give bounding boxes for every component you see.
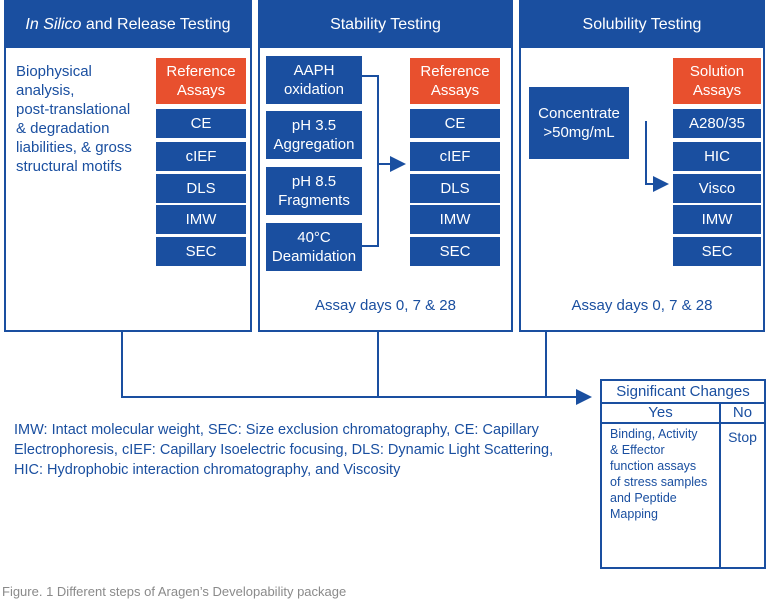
stability-assay-sec: SEC: [410, 237, 500, 266]
insilico-panel-title: In Silico and Release Testing: [6, 2, 250, 48]
concentrate-box: Concentrate >50mg/mL: [529, 87, 629, 159]
stability-assay-dls: DLS: [410, 174, 500, 203]
header-line: Reference: [166, 63, 236, 80]
insilico-assay-dls: DLS: [156, 174, 246, 203]
condition-line: 40°C: [297, 229, 331, 246]
significant-changes-table: Significant Changes Yes No Binding, Acti…: [600, 379, 766, 569]
insilico-title-rest: and Release Testing: [81, 16, 231, 33]
solubility-panel: Solubility Testing Concentrate >50mg/mL …: [519, 0, 765, 332]
stability-panel: Stability Testing AAPH oxidation pH 3.5 …: [258, 0, 513, 332]
column-divider: [719, 404, 721, 567]
insilico-assay-sec: SEC: [156, 237, 246, 266]
insilico-description: Biophysical analysis, post-translational…: [16, 62, 156, 176]
header-line: Solution: [689, 63, 745, 80]
yes-text: Binding, Activity & Effector function as…: [610, 426, 718, 522]
legend-line: Electrophoresis, cIEF: Capillary Isoelec…: [14, 442, 554, 458]
condition-ph85: pH 8.5 Fragments: [266, 167, 362, 215]
insilico-title-em: In Silico: [25, 16, 82, 33]
condition-line: AAPH: [293, 62, 335, 79]
condition-ph35: pH 3.5 Aggregation: [266, 111, 362, 159]
solubility-assay-imw: IMW: [673, 205, 761, 234]
insilico-assay-imw: IMW: [156, 205, 246, 234]
legend-line: IMW: Intact molecular weight, SEC: Size …: [14, 422, 539, 438]
insilico-panel: In Silico and Release Testing Biophysica…: [4, 0, 252, 332]
no-header: No: [721, 404, 764, 424]
stability-bracket: [362, 75, 379, 247]
condition-line: pH 3.5: [291, 117, 337, 134]
concentrate-line: >50mg/mL: [543, 124, 615, 141]
figure-caption: Figure. 1 Different steps of Aragen’s De…: [2, 584, 347, 599]
condition-line: oxidation: [283, 81, 345, 98]
insilico-reference-assays-header: Reference Assays: [156, 58, 246, 104]
solubility-assay-sec: SEC: [673, 237, 761, 266]
header-line: Reference: [420, 63, 490, 80]
desc-line: Biophysical: [16, 63, 92, 80]
desc-line: structural motifs: [16, 158, 122, 175]
condition-line: Deamidation: [271, 248, 357, 265]
condition-line: pH 8.5: [291, 173, 337, 190]
solution-assays-header: Solution Assays: [673, 58, 761, 104]
yes-header: Yes: [602, 404, 719, 424]
no-text: Stop: [728, 429, 757, 445]
significant-changes-title: Significant Changes: [602, 381, 764, 404]
stability-reference-assays-header: Reference Assays: [410, 58, 500, 104]
insilico-assay-cief: cIEF: [156, 142, 246, 171]
yes-line: & Effector: [610, 443, 665, 457]
header-line: Assays: [430, 82, 480, 99]
solubility-arrow: [645, 121, 669, 192]
stability-footer: Assay days 0, 7 & 28: [315, 297, 456, 314]
stability-panel-title: Stability Testing: [260, 2, 511, 48]
desc-line: post-translational: [16, 101, 131, 118]
solubility-assay-visco: Visco: [673, 174, 761, 203]
abbreviation-legend: IMW: Intact molecular weight, SEC: Size …: [14, 420, 594, 480]
bottom-connector: [121, 332, 592, 405]
yes-line: Binding, Activity: [610, 427, 698, 441]
stability-assay-ce: CE: [410, 109, 500, 138]
solubility-panel-title: Solubility Testing: [521, 2, 763, 48]
insilico-assay-ce: CE: [156, 109, 246, 138]
solubility-footer: Assay days 0, 7 & 28: [571, 297, 713, 314]
stability-assay-cief: cIEF: [410, 142, 500, 171]
condition-line: Aggregation: [273, 136, 355, 153]
header-line: Assays: [176, 82, 226, 99]
yes-line: Mapping: [610, 507, 658, 521]
yes-line: function assays: [610, 459, 697, 473]
desc-line: analysis,: [16, 82, 75, 99]
header-line: Assays: [692, 82, 742, 99]
yes-line: and Peptide: [610, 491, 677, 505]
stability-assay-imw: IMW: [410, 205, 500, 234]
yes-line: of stress samples: [610, 475, 708, 489]
desc-line: liabilities, & gross: [16, 139, 132, 156]
condition-line: Fragments: [278, 192, 350, 209]
condition-aaph: AAPH oxidation: [266, 56, 362, 104]
solubility-assay-hic: HIC: [673, 142, 761, 171]
solubility-assay-a280: A280/35: [673, 109, 761, 138]
legend-line: HIC: Hydrophobic interaction chromatogra…: [14, 462, 401, 478]
desc-line: & degradation: [16, 120, 110, 137]
condition-40c: 40°C Deamidation: [266, 223, 362, 271]
concentrate-line: Concentrate: [538, 105, 620, 122]
